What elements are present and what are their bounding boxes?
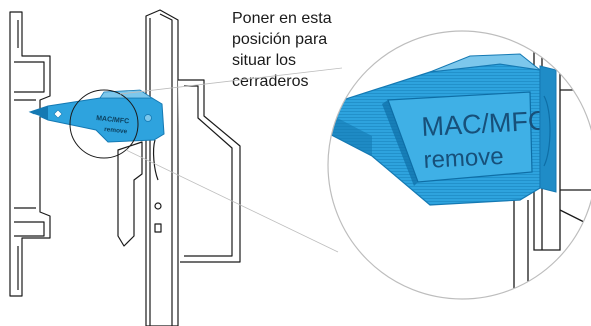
magnifier-leader-top [119, 67, 343, 95]
small-magnifier-marker [69, 89, 139, 159]
caption-line-2: posición para [232, 31, 328, 48]
magnifier-leader-bottom [125, 149, 339, 253]
door-frame-profile [117, 9, 241, 326]
magnified-view: MAC/MFC remove [327, 30, 591, 300]
tool-label-small-line2: remove [104, 126, 128, 135]
tool-label-large-line2: remove [423, 143, 504, 174]
tool-label-small-line1: MAC/MFC [96, 115, 130, 125]
mounting-bracket [9, 11, 51, 297]
slide-lock-tool: MAC/MFC remove [28, 89, 165, 143]
tool-label-large-line1: MAC/MFC [421, 105, 548, 142]
instruction-caption: Poner en esta posición para situar los c… [232, 8, 382, 92]
caption-line-4: cerraderos [232, 73, 309, 90]
caption-line-1: Poner en esta [232, 10, 332, 27]
caption-line-3: situar los [232, 52, 297, 69]
